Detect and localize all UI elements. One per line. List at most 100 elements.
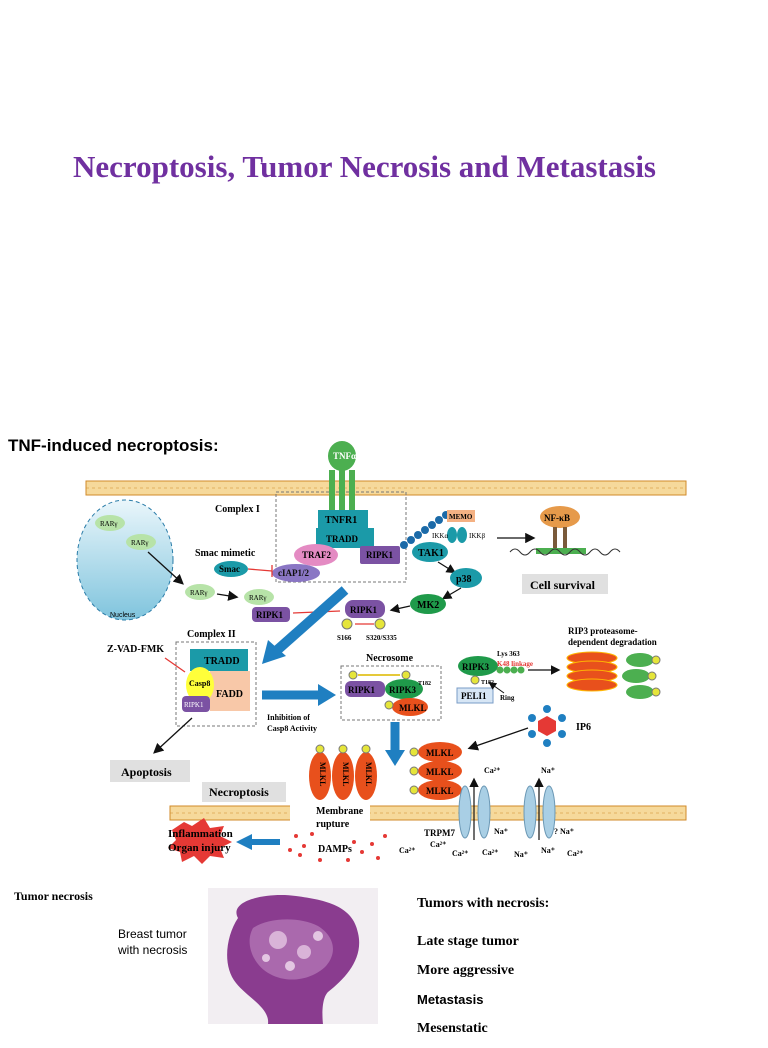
fadd-label: FADD [216,689,243,700]
ripk1-rar-label: RIPK1 [256,610,284,620]
na-2-label: Na⁺ [494,827,508,836]
membrane-label: Membrane [316,806,364,817]
bottom-membrane [169,805,687,821]
ca-4-label: Ca²⁺ [452,849,468,858]
ubiquitin-chain [400,511,450,549]
p38-node [450,568,482,588]
ip6-molecule [528,705,566,747]
ripk3-n-node [385,679,423,699]
mlkl-n-node [392,698,428,716]
mk2-node [410,594,446,614]
zvad-label: Z-VAD-FMK [107,644,164,655]
ripk1-rar-node [252,607,290,622]
na-4-label: Na⁺ [514,850,528,859]
organ-label: Organ injury [168,842,231,854]
tumors-with-necrosis-title: Tumors with necrosis: [417,896,550,911]
list-item: Metastasis [417,992,484,1007]
ca-3-label: Ca²⁺ [399,846,415,855]
smac-label: Smac [219,564,240,574]
tak1-node [412,542,448,562]
mlkl-b-label: MLKL [426,767,454,777]
tumor-necrosis-title: Tumor necrosis [14,889,93,903]
cell-survival-label: Cell survival [530,578,596,592]
rar3-node [185,584,215,600]
lys363-label: Lys 363 [497,650,520,658]
list-item: Mesenstatic [417,1021,488,1036]
list-item: Late stage tumor [417,934,519,949]
smac-node [214,561,248,577]
rip3-deg2-label: dependent degradation [568,637,657,647]
p-s320 [374,618,386,630]
ripk3-r-node [458,656,498,676]
complex2-box [175,641,257,727]
mlkl-f-label: MLKL [364,762,373,786]
tradd-label: TRADD [326,534,359,544]
rupture-label: rupture [316,819,350,830]
necrosome-box [340,665,442,721]
ikka-node [447,527,457,543]
traf2-label: TRAF2 [302,550,331,560]
rar1-label: RARγ [100,520,118,528]
traf2-node [294,544,338,566]
ripk1-c1-label: RIPK1 [366,550,394,560]
tradd-c2-node [190,649,248,671]
ca-2-label: Ca²⁺ [430,840,446,849]
list-item: More aggressive [417,963,515,978]
degraded-ripk3 [622,653,661,699]
cell-survival-box [522,574,608,594]
ip6-label: IP6 [576,722,591,733]
tnf-necroptosis-diagram: Complex I TNFα TNFR1 TRADD TRAF2 RIPK1 c… [76,441,687,864]
inhibition2-label: Casp8 Activity [267,724,317,733]
rar4-label: RARγ [249,594,267,602]
s320-label: S320/S335 [366,634,397,642]
apoptosis-box [110,760,190,782]
p-s166 [341,618,353,630]
ciap-label: cIAP1/2 [278,568,309,578]
mlkl-d-label: MLKL [318,762,327,786]
dna-strand [509,548,621,556]
peli1-label: PELI1 [461,691,487,701]
ripk1-c1-node [360,546,400,564]
breast-tumor-histology-image [208,888,378,1024]
complex1-label: Complex I [215,504,260,515]
rar3-label: RARγ [190,589,208,597]
ripk1-mid-label: RIPK1 [350,605,378,615]
rar2-label: RARγ [131,539,149,547]
diagram-subheading: TNF-induced necroptosis: [8,436,219,455]
ripk1-n-node [345,681,385,697]
ripk1-c2-node [182,696,210,712]
na-5-label: Na⁺ [541,846,555,855]
breast-tumor-caption: Breast tumor with necrosis [118,926,208,958]
top-membrane [85,480,687,496]
necroptosis-label: Necroptosis [209,785,269,799]
memo-node [447,510,475,522]
mlkl-a-label: MLKL [426,748,454,758]
t182-n-label: T182 [418,681,431,687]
nfkb-label: NF-κB [544,513,570,523]
apoptosis-label: Apoptosis [121,765,172,779]
na-3-label: ? Na⁺ [554,827,574,836]
tak1-label: TAK1 [418,548,444,559]
ikkb-node [457,527,467,543]
mlkl-n-label: MLKL [399,703,427,713]
tumors-with-necrosis-list: Late stage tumor More aggressive Metasta… [417,932,519,1048]
ciap-node [272,564,320,582]
rar4-node [244,589,274,605]
casp8-label: Casp8 [189,679,210,688]
damps-label: DAMPs [318,844,352,855]
ca-6-label: Ca²⁺ [567,849,583,858]
mlkl-oligomer [409,742,462,800]
complex2-label: Complex II [187,629,236,640]
mlkl-c-label: MLKL [426,786,454,796]
na-1-label: Na⁺ [541,766,555,775]
ikka-label: IKKα [432,532,448,540]
damps-dots [288,832,387,862]
caption-line1: Breast tumor [118,927,187,941]
ring-label: Ring [500,694,515,702]
mlkl-e-label: MLKL [341,762,350,786]
memo-label: MEMO [449,513,473,521]
tradd-c2-label: TRADD [204,656,240,667]
proteasome [566,651,618,692]
necroptosis-box [202,782,286,802]
ripk1-c2-label: RIPK1 [184,701,204,709]
